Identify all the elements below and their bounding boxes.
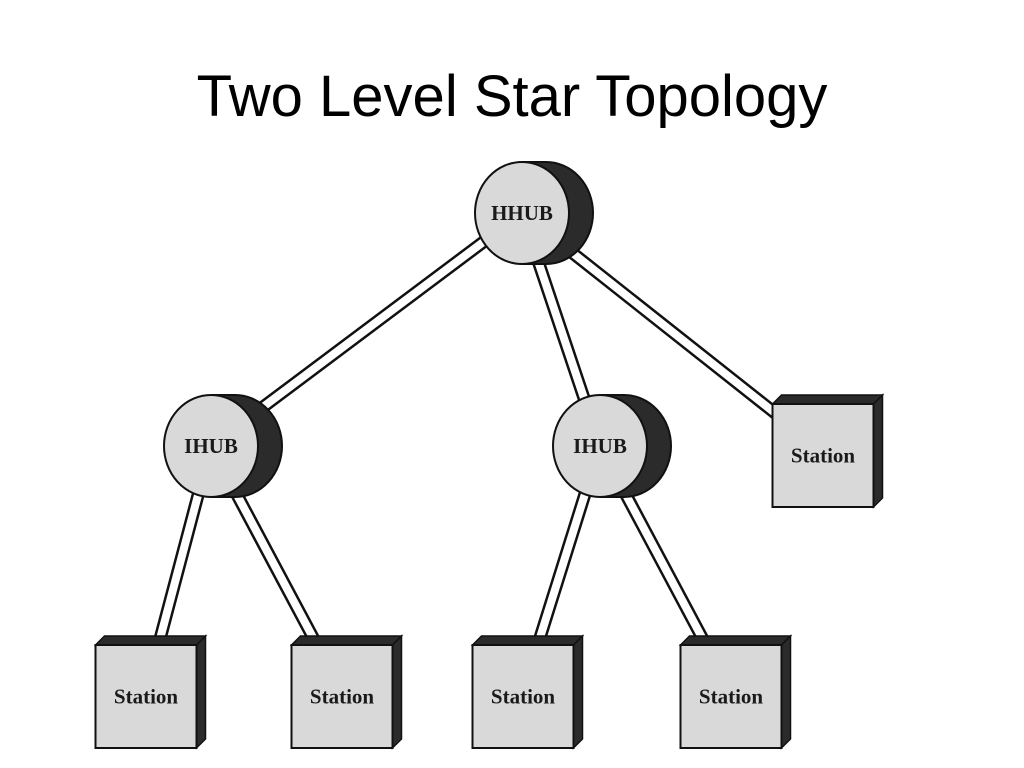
station-2-node: Station [289, 634, 404, 750]
slide-title: Two Level Star Topology [196, 64, 828, 129]
ihub-right-label: IHUB [573, 434, 627, 458]
station-top-right-node: Station [770, 393, 885, 509]
hhub-label: HHUB [491, 201, 553, 225]
station-4-node: Station [678, 634, 793, 750]
station-top-right-label: Station [791, 444, 856, 468]
hhub-node: HHUB [474, 161, 594, 265]
station-3-node: Station [470, 634, 585, 750]
ihub-left-label: IHUB [184, 434, 238, 458]
station-3-label: Station [491, 685, 556, 709]
station-4-label: Station [699, 685, 764, 709]
ihub-left-node: IHUB [163, 394, 283, 498]
ihub-right-node: IHUB [552, 394, 672, 498]
station-2-label: Station [310, 685, 375, 709]
station-1-label: Station [114, 685, 179, 709]
station-1-node: Station [93, 634, 208, 750]
